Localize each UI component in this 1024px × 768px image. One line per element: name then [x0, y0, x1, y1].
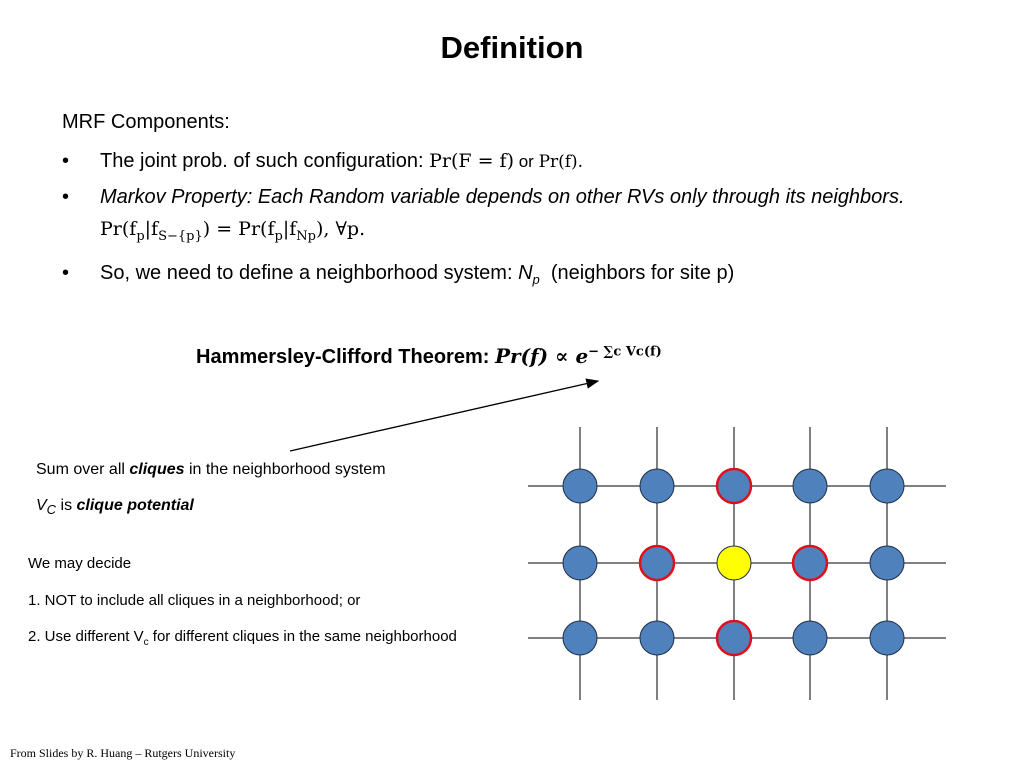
note-text: is: [56, 497, 77, 514]
neighbors-for-site-text: (neighbors for site p): [539, 262, 735, 284]
bullet-text: The joint prob. of such configuration: P…: [100, 145, 930, 178]
site-node: [792, 620, 828, 656]
decide-text: 2. Use different V: [28, 628, 144, 645]
decide-line-1: We may decide: [28, 555, 132, 572]
site-node-neighbor: [791, 544, 829, 582]
formula-part: |f: [144, 218, 159, 240]
site-node: [562, 468, 598, 504]
formula-part: |f: [282, 218, 297, 240]
bullet-marker: •: [62, 150, 70, 172]
formula-sub: S−{p}: [158, 228, 203, 244]
site-node: [639, 468, 675, 504]
formula-sub: Np: [296, 228, 316, 244]
clique-potential-emphasis: clique potential: [76, 497, 194, 514]
site-node-center: [716, 545, 752, 581]
np-letter: N: [518, 262, 533, 284]
slide-footer: From Slides by R. Huang – Rutgers Univer…: [10, 746, 236, 760]
formula-part: Pr(f: [100, 218, 137, 240]
joint-prob-formula: Pr(F = f): [429, 150, 514, 172]
note-text: in the neighborhood system: [184, 461, 386, 478]
formula-part: ) = Pr(f: [202, 218, 275, 240]
site-node: [639, 620, 675, 656]
markov-property-text: Markov Property: Each Random variable de…: [100, 186, 905, 208]
note-text: Sum over all: [36, 461, 130, 478]
joint-prob-text: The joint prob. of such configuration:: [100, 150, 430, 172]
site-node-neighbor: [715, 619, 753, 657]
theorem-exponent: − ∑c Vc(f): [588, 344, 662, 360]
or-text: or: [514, 152, 539, 171]
bullet-text: Markov Property: Each Random variable de…: [100, 181, 930, 253]
vc-symbol: V: [36, 497, 47, 514]
site-node-neighbor: [715, 467, 753, 505]
bullet-text: So, we need to define a neighborhood sys…: [100, 257, 930, 296]
vc-subscript: c: [143, 637, 149, 648]
site-node: [869, 620, 905, 656]
theorem-label: Hammersley-Clifford Theorem:: [196, 346, 495, 368]
site-node: [869, 545, 905, 581]
np-subscript: p: [532, 272, 540, 287]
sum-cliques-note: Sum over all cliques in the neighborhood…: [36, 461, 386, 479]
theorem-lhs: Pr(f) ∝ e: [494, 344, 589, 368]
hammersley-clifford-theorem: Hammersley-Clifford Theorem: Pr(f) ∝ e− …: [196, 344, 662, 369]
np-symbol: Np: [518, 262, 540, 287]
decide-line-3: 2. Use different Vc for different clique…: [28, 626, 458, 654]
site-node: [562, 620, 598, 656]
vc-subscript: C: [46, 502, 57, 518]
formula-sub: p: [136, 228, 145, 244]
site-node: [792, 468, 828, 504]
bullet-marker: •: [62, 262, 70, 284]
markov-formula: Pr(fp|fS−{p}) = Pr(fp|fNp), ∀p.: [100, 218, 366, 244]
pointer-arrow: [289, 378, 600, 452]
clique-potential-note: VC is clique potential: [36, 497, 194, 517]
site-node: [869, 468, 905, 504]
neighborhood-lattice: [528, 427, 946, 700]
site-node: [562, 545, 598, 581]
cliques-emphasis: cliques: [129, 461, 185, 478]
slide-title: Definition: [440, 30, 584, 65]
joint-prob-formula-alt: Pr(f).: [538, 152, 584, 172]
decide-line-2: 1. NOT to include all cliques in a neigh…: [28, 592, 361, 609]
site-node-neighbor: [638, 544, 676, 582]
neighborhood-text: So, we need to define a neighborhood sys…: [100, 262, 519, 284]
formula-sub: p: [274, 228, 283, 244]
decide-text: for different cliques in the same neighb…: [148, 628, 457, 645]
formula-part: ), ∀p.: [315, 218, 366, 240]
mrf-components-heading: MRF Components:: [62, 111, 230, 133]
bullet-marker: •: [62, 186, 70, 208]
